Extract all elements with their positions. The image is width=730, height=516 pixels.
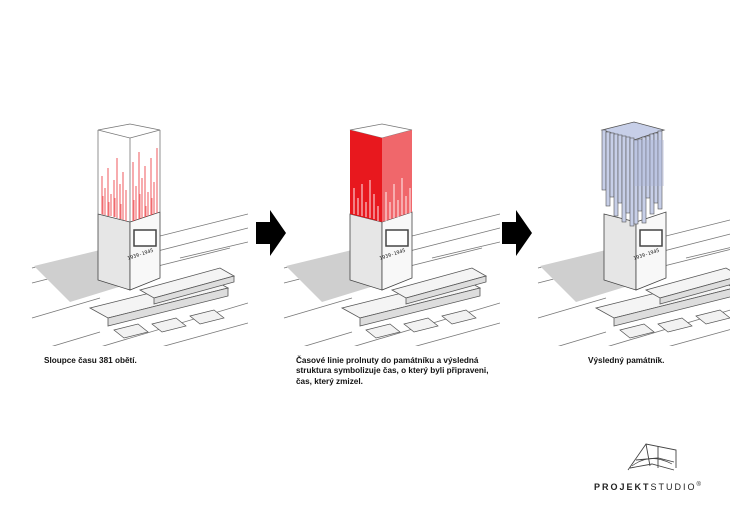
caption-step-2: Časové linie prolnuty do památníku a výs… [296,356,506,387]
right-arrow-icon [502,210,532,256]
panel-merged-lines [282,118,500,346]
logo-icon [627,443,677,471]
memorial-sketch-3 [537,121,730,346]
logo-text-bold: PROJEKT [594,482,651,492]
memorial-sketch-2 [283,123,500,346]
logo-text-light: STUDIO [650,482,697,492]
caption-step-1: Sloupce času 381 obětí. [44,356,137,365]
caption-step-2-line-3: čas, který zmizel. [296,376,363,386]
right-arrow-icon [256,210,286,256]
caption-step-2-line-1: Časové linie prolnuty do památníku a výs… [296,356,479,365]
memorial-sketch-1 [31,123,248,346]
panel-time-columns [30,118,248,346]
caption-step-2-line-2: struktura symbolizuje čas, o který byli … [296,366,489,376]
panel-final-memorial [536,118,730,346]
projekt-studio-logo: PROJEKTSTUDIO® [594,438,724,498]
registered-mark: ® [696,482,703,488]
caption-step-3: Výsledný památník. [588,356,665,365]
